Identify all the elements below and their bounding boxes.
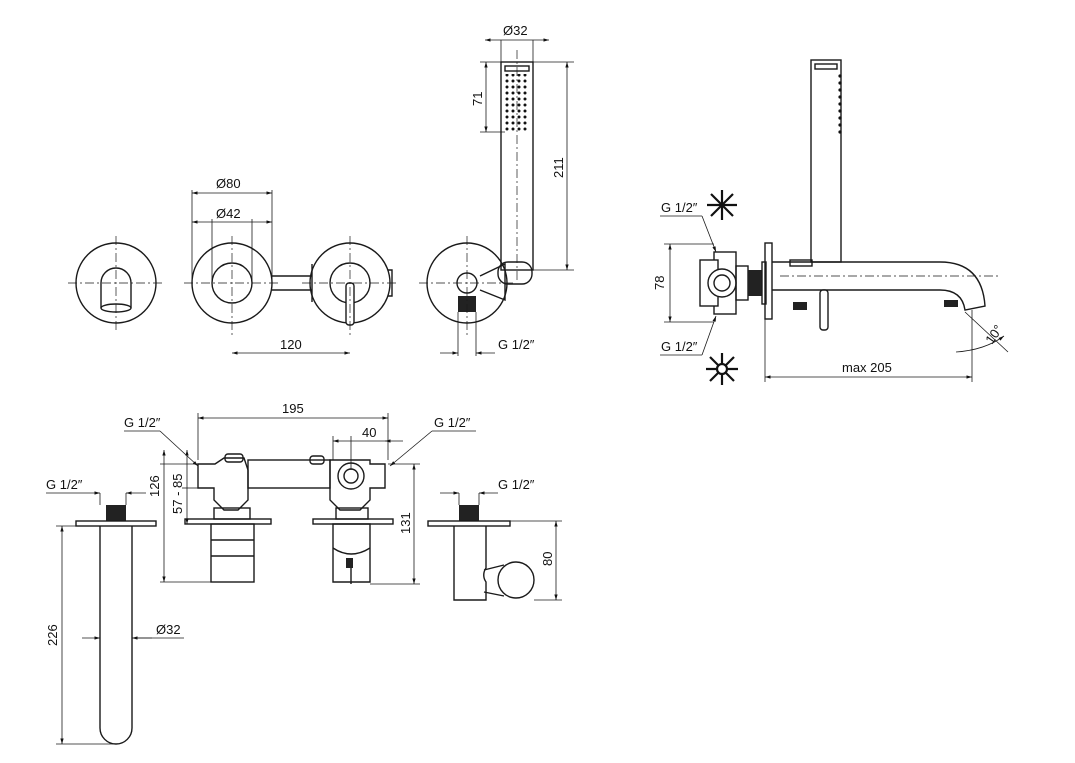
- label-spacing: 120: [280, 337, 302, 352]
- dim-spray-length: 71: [470, 61, 505, 133]
- label-depth-range: 57 - 85: [170, 474, 185, 514]
- spout-front: [68, 236, 164, 330]
- label-body-right-thread: G 1/2″: [434, 415, 471, 430]
- dim-escutcheon-dia: Ø80: [191, 176, 273, 283]
- left-valve: [184, 453, 272, 583]
- label-max-projection: max 205: [842, 360, 892, 375]
- holder-side-view: G 1/2″ 80: [427, 477, 562, 601]
- label-handshower-length: 211: [551, 157, 566, 178]
- label-inlet-cold: G 1/2″: [661, 200, 698, 215]
- label-side-height: 78: [652, 276, 667, 290]
- mixer-front: [184, 236, 398, 335]
- label-holder-thread: G 1/2″: [498, 477, 535, 492]
- valve-body-side: [699, 251, 767, 315]
- label-spout-thread: G 1/2″: [46, 477, 83, 492]
- handshower-front: [500, 50, 534, 280]
- cold-water-icon: [707, 190, 737, 220]
- dim-handshower-dia: Ø32: [485, 23, 549, 62]
- label-spout-angle: 10°: [982, 322, 1006, 347]
- dim-body-dia: Ø42: [192, 206, 272, 283]
- label-escutcheon-dia: Ø80: [216, 176, 241, 191]
- dim-spacing: 120: [232, 337, 350, 355]
- hot-water-icon: [706, 353, 738, 385]
- holder-front: [419, 236, 533, 335]
- label-body-width: 195: [282, 401, 304, 416]
- label-spout-dia: Ø32: [156, 622, 181, 637]
- label-spout-length: 226: [45, 624, 60, 646]
- handshower-side: [810, 59, 842, 263]
- side-view: G 1/2″ G 1/2″ 78 max 205 10°: [652, 59, 1009, 385]
- label-spray-length: 71: [470, 92, 485, 106]
- label-handshower-dia: Ø32: [503, 23, 528, 38]
- label-body-height: 126: [147, 475, 162, 497]
- label-outlet-spacing: 40: [362, 425, 376, 440]
- label-body-left-thread: G 1/2″: [124, 415, 161, 430]
- concealed-body-view: 195 40 G 1/2″ G 1/2″ 126 57 - 85 131: [124, 401, 476, 585]
- right-valve: [312, 459, 394, 584]
- dim-outlet-thread: G 1/2″: [440, 312, 535, 356]
- label-body-total-height: 131: [398, 512, 413, 534]
- front-view: Ø32 71 211 Ø80 Ø42 120: [68, 23, 574, 356]
- label-holder-height: 80: [540, 552, 555, 566]
- dim-handshower-length: 211: [533, 61, 574, 271]
- spout-top-view: G 1/2″ 226 Ø32: [45, 477, 184, 745]
- label-inlet-hot: G 1/2″: [661, 339, 698, 354]
- label-outlet-thread: G 1/2″: [498, 337, 535, 352]
- label-body-dia: Ø42: [216, 206, 241, 221]
- spout-side: [772, 259, 1000, 331]
